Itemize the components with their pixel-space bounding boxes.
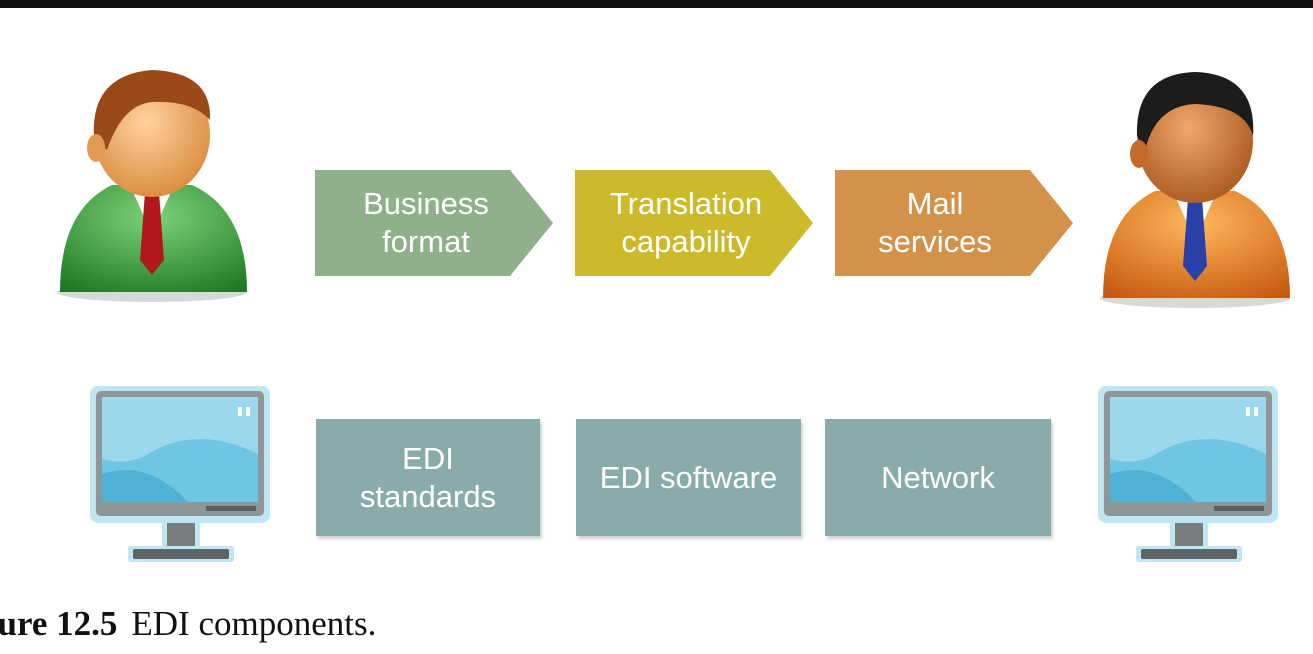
- figure-caption: gure 12.5 EDI components.: [0, 604, 1313, 654]
- figure-number: gure 12.5: [0, 604, 118, 643]
- person-orange-suit-icon: [1100, 72, 1290, 308]
- component-line-2: standards: [359, 478, 497, 514]
- step-line-2: capability: [621, 224, 751, 259]
- component-edi-software: EDI software: [576, 419, 801, 536]
- monitor-icon: [90, 386, 270, 562]
- component-line-1: Network: [881, 459, 995, 495]
- step-line-1: Mail: [906, 186, 964, 221]
- chevron-arrow-shape: [315, 170, 553, 276]
- step-line-2: format: [382, 224, 470, 259]
- figure-caption-text: EDI components.: [131, 604, 377, 643]
- step-line-1: Business: [363, 186, 489, 221]
- chevron-arrow-shape: [835, 170, 1073, 276]
- person-green-suit-icon: [57, 70, 247, 302]
- chevron-arrow-shape: [575, 170, 813, 276]
- top-rule: [0, 0, 1313, 8]
- component-network: Network: [825, 419, 1051, 536]
- monitor-icon: [1098, 386, 1278, 562]
- component-line-1: EDI software: [599, 459, 778, 495]
- component-line-1: EDI: [402, 440, 454, 476]
- step-line-2: services: [878, 224, 992, 259]
- step-line-1: Translation: [609, 186, 763, 221]
